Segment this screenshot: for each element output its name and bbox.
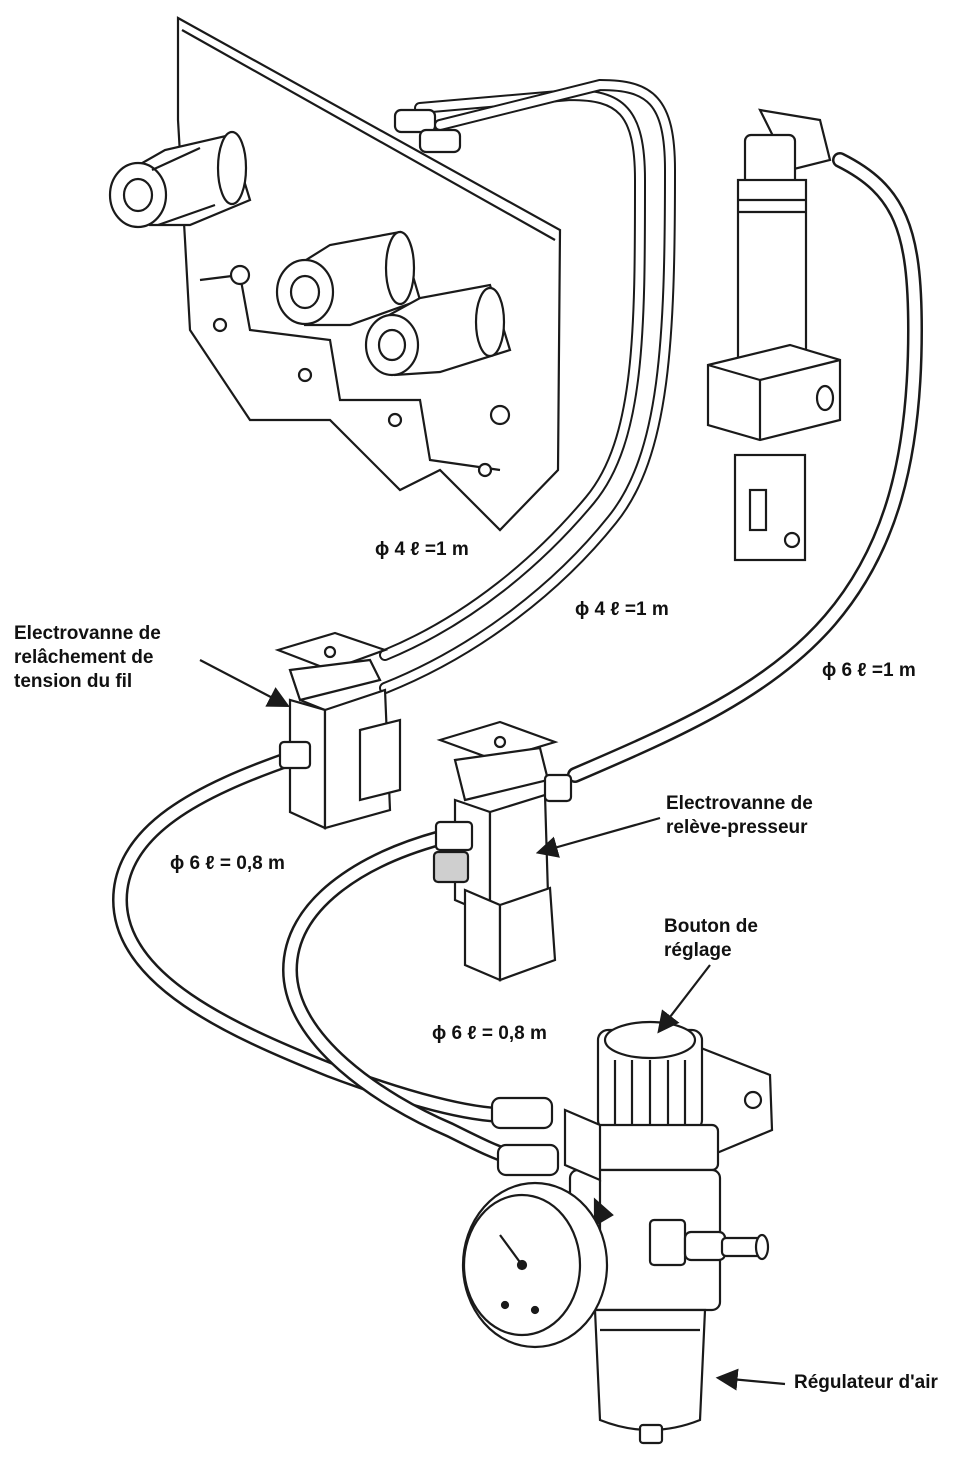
air-cylinder-icon <box>706 108 842 562</box>
tension-knob-3 <box>364 283 512 377</box>
tube-phi4-b <box>379 78 677 694</box>
tube-spec-phi6-cylinder: ϕ 6 ℓ =1 m <box>822 660 916 681</box>
label-air-regulator: Régulateur d'air <box>794 1372 938 1393</box>
tube-phi6-thread-valve <box>111 750 513 1123</box>
tension-knob-1 <box>108 130 252 229</box>
air-tubes <box>111 78 924 1168</box>
tube-spec-phi4-b: ϕ 4 ℓ =1 m <box>575 599 669 620</box>
tension-knob-2 <box>275 230 422 327</box>
tube-spec-phi6-presser: ϕ 6 ℓ = 0,8 m <box>432 1023 547 1044</box>
solenoid-valve-icon <box>432 720 573 982</box>
arrow-icon <box>199 659 786 1391</box>
arrow-knob <box>657 964 711 1034</box>
tube-phi6-presser-valve <box>281 830 528 1168</box>
arrow-regulator <box>715 1368 786 1391</box>
tube-phi4-a <box>379 88 647 661</box>
tube-phi6-cylinder <box>567 152 924 783</box>
solenoid-valve-icon <box>274 631 402 830</box>
arrow-presser-valve <box>535 816 661 858</box>
arrow-thread-valve <box>199 659 290 708</box>
label-presser-valve: Electrovanne de relève-presseur <box>666 793 813 838</box>
tube-spec-phi4-a: ϕ 4 ℓ =1 m <box>375 539 469 560</box>
air-regulator-icon <box>490 1020 774 1445</box>
pressure-gauge-icon <box>461 1181 609 1349</box>
label-thread-valve: Electrovanne de relâchement de tension d… <box>14 623 161 692</box>
tube-spec-phi6-thread: ϕ 6 ℓ = 0,8 m <box>170 853 285 874</box>
tension-assembly-icon <box>108 16 562 532</box>
label-adjust-knob: Bouton de réglage <box>664 916 758 961</box>
